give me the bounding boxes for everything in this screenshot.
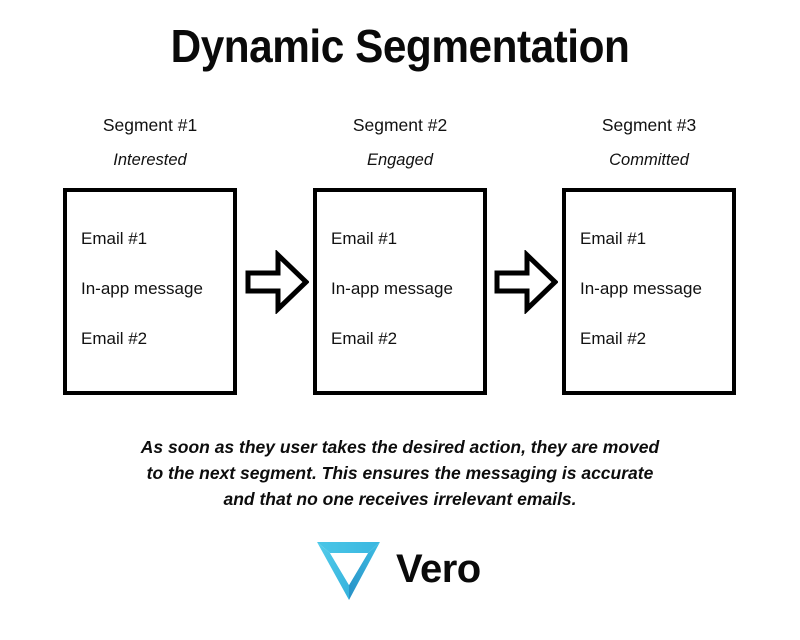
list-item: Email #1 bbox=[331, 229, 398, 248]
segment-subtitle: Interested bbox=[113, 151, 187, 169]
segment-column-2: Segment #2 Engaged Email #1 In-app messa… bbox=[313, 114, 487, 395]
segment-title: Segment #2 bbox=[352, 115, 448, 135]
list-item: Email #2 bbox=[580, 329, 647, 348]
caption-line-1: As soon as they user takes the desired a… bbox=[140, 437, 660, 457]
vero-triangle-icon bbox=[316, 540, 382, 602]
list-item: In-app message bbox=[580, 279, 702, 298]
segment-message-list: Email #1 In-app message Email #2 bbox=[317, 192, 483, 349]
list-item: Email #1 bbox=[81, 229, 148, 248]
segment-subtitle: Engaged bbox=[366, 151, 434, 169]
segment-column-3: Segment #3 Committed Email #1 In-app mes… bbox=[562, 114, 736, 395]
list-item: Email #2 bbox=[81, 329, 148, 348]
list-item: In-app message bbox=[331, 279, 453, 298]
segment-message-list: Email #1 In-app message Email #2 bbox=[566, 192, 732, 349]
segment-box: Email #1 In-app message Email #2 bbox=[313, 188, 487, 395]
segment-title: Segment #1 bbox=[102, 115, 198, 135]
arrow-right-icon bbox=[245, 249, 310, 315]
caption-line-2: to the next segment. This ensures the me… bbox=[146, 463, 654, 483]
page-title: Dynamic Segmentation bbox=[170, 20, 630, 72]
segment-title: Segment #3 bbox=[601, 115, 697, 135]
arrow-right-icon bbox=[494, 249, 559, 315]
segment-subtitle: Committed bbox=[609, 151, 689, 169]
list-item: In-app message bbox=[81, 279, 203, 298]
vero-wordmark: Vero bbox=[396, 547, 481, 591]
segment-message-list: Email #1 In-app message Email #2 bbox=[67, 192, 233, 349]
segment-box: Email #1 In-app message Email #2 bbox=[63, 188, 237, 395]
segment-column-1: Segment #1 Interested Email #1 In-app me… bbox=[63, 114, 237, 395]
vero-logo: Vero bbox=[316, 538, 496, 604]
caption: As soon as they user takes the desired a… bbox=[100, 434, 700, 512]
caption-line-3: and that no one receives irrelevant emai… bbox=[223, 489, 577, 509]
segment-box: Email #1 In-app message Email #2 bbox=[562, 188, 736, 395]
list-item: Email #1 bbox=[580, 229, 647, 248]
list-item: Email #2 bbox=[331, 329, 398, 348]
